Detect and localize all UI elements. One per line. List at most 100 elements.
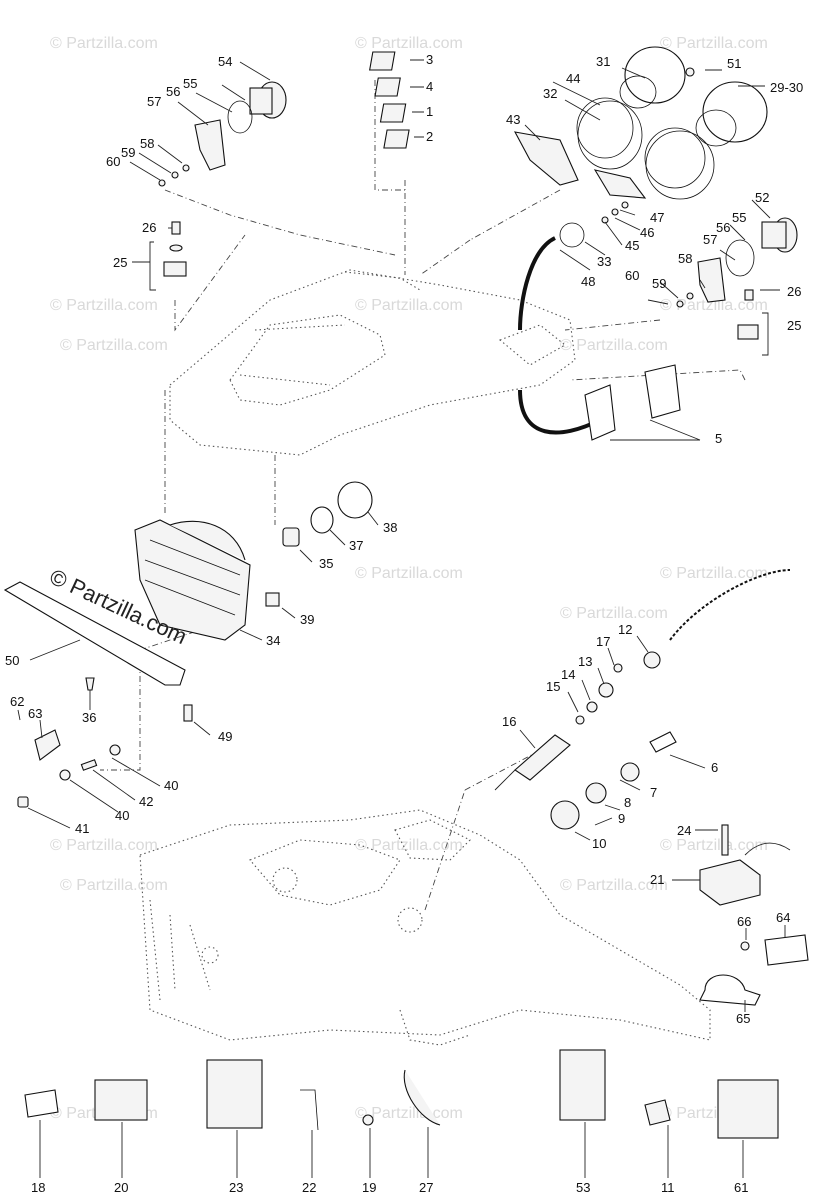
gauge-right-lower-assembly: [676, 217, 798, 308]
callout-42: 42: [139, 794, 153, 809]
callout-45: 45: [625, 238, 639, 253]
watermark-text: © Partzilla.com: [560, 605, 668, 622]
callout-66: 66: [737, 914, 751, 929]
callout-21: 21: [650, 872, 664, 887]
callout-19: 19: [362, 1180, 376, 1195]
callout-51: 51: [727, 56, 741, 71]
watermark-text: © Partzilla.com: [660, 35, 768, 52]
callout-63: 63: [28, 706, 42, 721]
callout-26: 26: [142, 220, 156, 235]
callout-11: 11: [661, 1180, 675, 1195]
callout-13: 13: [578, 654, 592, 669]
watermark-text: © Partzilla.com: [355, 297, 463, 314]
watermark-text: © Partzilla.com: [355, 565, 463, 582]
callout-36: 36: [82, 710, 96, 725]
callout-4: 4: [426, 79, 433, 94]
callout-2: 2: [426, 129, 433, 144]
callout-65: 65: [736, 1011, 750, 1026]
callout-8: 8: [624, 795, 631, 810]
hood-outline: [169, 269, 576, 456]
watermark-text: © Partzilla.com: [60, 337, 168, 354]
callout-56: 56: [716, 220, 730, 235]
watermark-text: © Partzilla.com: [50, 297, 158, 314]
callout-15: 15: [546, 679, 560, 694]
callout-6: 6: [711, 760, 718, 775]
watermark-text: © Partzilla.com: [660, 837, 768, 854]
callout-7: 7: [650, 785, 657, 800]
watermark-text: © Partzilla.com: [355, 1105, 463, 1122]
callout-34: 34: [266, 633, 280, 648]
connector-stack: [369, 51, 410, 149]
key-switch-assembly: [494, 569, 791, 830]
callout-59: 59: [121, 145, 135, 160]
callout-52: 52: [755, 190, 769, 205]
callout-43: 43: [506, 112, 520, 127]
callout-35: 35: [319, 556, 333, 571]
callout-16: 16: [502, 714, 516, 729]
gauge-right-assembly: [513, 46, 768, 248]
callout-49: 49: [218, 729, 232, 744]
callout-61: 61: [734, 1180, 748, 1195]
callout-40: 40: [115, 808, 129, 823]
callout-57: 57: [703, 232, 717, 247]
callout-55: 55: [732, 210, 746, 225]
hull-outline: [139, 809, 711, 1046]
callout-50: 50: [5, 653, 19, 668]
callout-14: 14: [561, 667, 575, 682]
callout-17: 17: [596, 634, 610, 649]
callout-32: 32: [543, 86, 557, 101]
callout-55: 55: [183, 76, 197, 91]
callout-62: 62: [10, 694, 24, 709]
callout-40: 40: [164, 778, 178, 793]
callout-56: 56: [166, 84, 180, 99]
watermark-text: © Partzilla.com: [50, 35, 158, 52]
switch-assembly: [149, 221, 769, 356]
relay-assembly: [699, 824, 809, 1006]
watermark-text: © Partzilla.com: [660, 297, 768, 314]
callout-31: 31: [596, 54, 610, 69]
callout-numbers: 54 55 56 57 58 59 60 26 25 3 4 1 2 31 51…: [5, 52, 803, 1195]
callout-10: 10: [592, 836, 606, 851]
callout-41: 41: [75, 821, 89, 836]
callout-60: 60: [106, 154, 120, 169]
callout-1: 1: [426, 104, 433, 119]
callout-64: 64: [776, 910, 790, 925]
callout-59: 59: [652, 276, 666, 291]
bottom-connectors: [24, 1049, 779, 1139]
callout-37: 37: [349, 538, 363, 553]
callout-46: 46: [640, 225, 654, 240]
callout-18: 18: [31, 1180, 45, 1195]
headlight-assembly: [134, 481, 373, 641]
watermark-text: © Partzilla.com: [560, 877, 668, 894]
callout-58: 58: [140, 136, 154, 151]
callout-57: 57: [147, 94, 161, 109]
callout-44: 44: [566, 71, 580, 86]
callout-24: 24: [677, 823, 691, 838]
callout-3: 3: [426, 52, 433, 67]
callout-12: 12: [618, 622, 632, 637]
callout-58: 58: [678, 251, 692, 266]
callout-53: 53: [576, 1180, 590, 1195]
gauge-left-assembly: [158, 81, 287, 187]
callout-39: 39: [300, 612, 314, 627]
watermark-text: © Partzilla.com: [355, 837, 463, 854]
callout-20: 20: [114, 1180, 128, 1195]
assembly-lines: [100, 80, 746, 911]
callout-54: 54: [218, 54, 232, 69]
callout-47: 47: [650, 210, 664, 225]
watermark-text: © Partzilla.com: [60, 877, 168, 894]
callout-5: 5: [715, 431, 722, 446]
leader-lines: [17, 59, 786, 1178]
callout-29-30: 29-30: [770, 80, 803, 95]
callout-23: 23: [229, 1180, 243, 1195]
callout-22: 22: [302, 1180, 316, 1195]
callout-25: 25: [113, 255, 127, 270]
callout-9: 9: [618, 811, 625, 826]
callout-60: 60: [625, 268, 639, 283]
watermark-layer: © Partzilla.com © Partzilla.com © Partzi…: [50, 35, 768, 1122]
bracket-assembly: [3, 581, 193, 808]
callout-27: 27: [419, 1180, 433, 1195]
callout-33: 33: [597, 254, 611, 269]
callout-25: 25: [787, 318, 801, 333]
